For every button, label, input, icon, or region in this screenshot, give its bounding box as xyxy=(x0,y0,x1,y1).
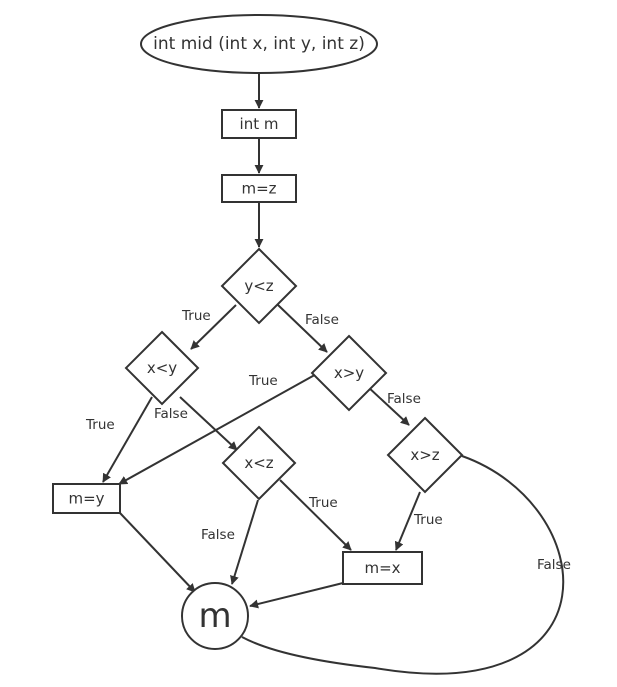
assign-mx-label: m=x xyxy=(364,559,400,577)
edges xyxy=(102,73,565,675)
decision-x-gt-y: x>y xyxy=(310,334,388,412)
edge-xgz-false xyxy=(241,455,565,675)
decision-x-gt-z-label: x>z xyxy=(410,446,439,464)
label-xly-true: True xyxy=(85,417,115,433)
assign-mz-box: m=z xyxy=(221,174,297,203)
edge-xly-false xyxy=(179,396,238,451)
label-xgz-true: True xyxy=(413,512,443,528)
label-xly-false: False xyxy=(154,406,188,422)
edge-xly-true xyxy=(102,396,153,483)
assign-my-box: m=y xyxy=(52,483,121,514)
label-xlz-false: False xyxy=(201,527,235,543)
decision-y-lt-z: y<z xyxy=(220,247,298,325)
decision-x-lt-z-label: x<z xyxy=(244,454,273,472)
label-xgy-false: False xyxy=(387,391,421,407)
result-m-circle: m xyxy=(181,582,249,650)
assign-my-label: m=y xyxy=(68,490,104,508)
decision-x-gt-z: x>z xyxy=(386,416,464,494)
assign-mz-label: m=z xyxy=(241,180,276,198)
label-xlz-true: True xyxy=(308,495,338,511)
decl-m-label: int m xyxy=(240,115,279,133)
label-xgz-false: False xyxy=(537,557,571,573)
label-xgy-true: True xyxy=(248,373,278,389)
edge-ylz-true xyxy=(190,304,237,350)
assign-mx-box: m=x xyxy=(342,551,423,585)
edge-my-to-m xyxy=(119,512,196,593)
result-m-label: m xyxy=(198,596,231,636)
decision-x-lt-z: x<z xyxy=(221,425,297,501)
label-ylz-false: False xyxy=(305,312,339,328)
decision-x-lt-y: x<y xyxy=(124,330,200,406)
decision-x-gt-y-label: x>y xyxy=(334,364,364,382)
edge-xgy-true xyxy=(118,366,330,485)
edge-xgz-true xyxy=(394,491,421,551)
edge-xgy-false xyxy=(366,385,410,426)
edge-mx-to-m xyxy=(249,582,344,609)
edge-ylz-false xyxy=(277,304,328,353)
edge-xlz-false xyxy=(230,499,259,585)
decision-y-lt-z-label: y<z xyxy=(244,277,273,295)
label-ylz-true: True xyxy=(181,308,211,324)
decision-x-lt-y-label: x<y xyxy=(147,359,177,377)
edge-labels: True False True False True False False T… xyxy=(85,308,571,573)
start-node-label: int mid (int x, int y, int z) xyxy=(153,34,365,54)
start-node: int mid (int x, int y, int z) xyxy=(140,14,378,74)
edge-xlz-true xyxy=(279,479,352,551)
decl-m-box: int m xyxy=(221,109,297,139)
